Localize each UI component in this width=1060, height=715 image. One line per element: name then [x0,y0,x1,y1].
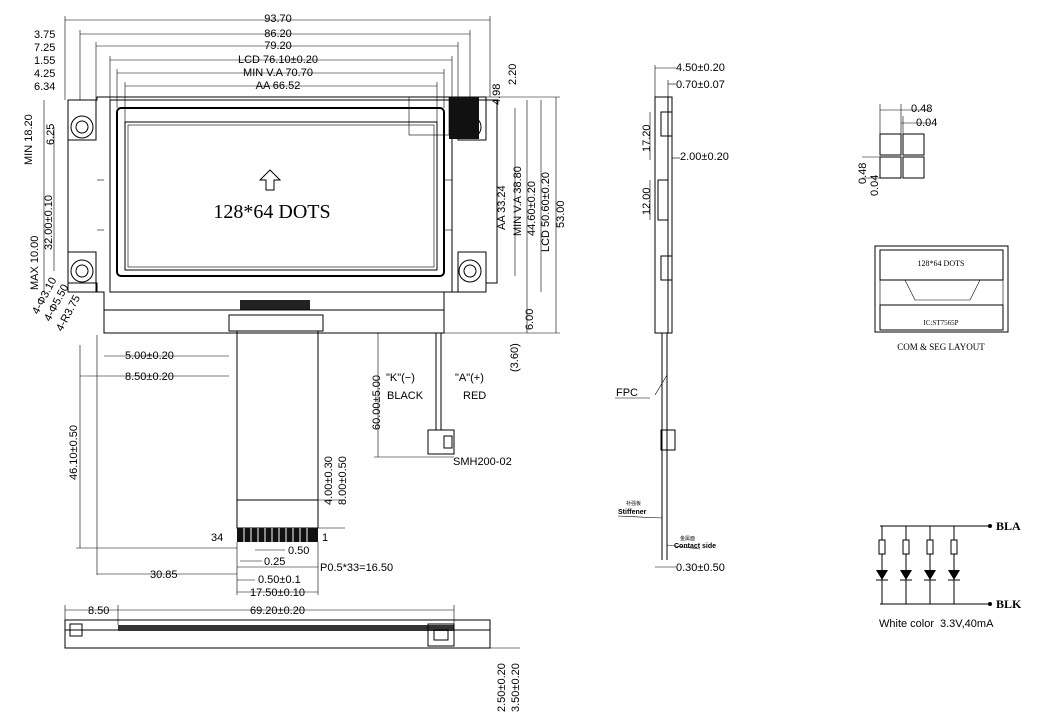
layout-title: 128*64 DOTS [918,259,965,268]
dim-overall-height: 53.00 [555,200,567,228]
dim-left-425: 4.25 [34,68,55,80]
pixel-detail: 0.48 0.04 0.48 0.04 [857,103,937,196]
dim-pixel-gap-h: 0.04 [869,175,881,196]
backlight-cable: 60.00±5.00 "K"(−) BLACK "A"(+) RED SMH20… [371,333,512,468]
ic-strip [240,300,310,310]
dim-left-634: 6.34 [34,81,55,93]
layout-ic: IC:ST7565P [923,319,958,327]
dim-bottom-350: 3.50±0.20 [510,663,522,712]
dim-3085: 30.85 [150,569,178,581]
led-block [449,97,479,139]
led-spec: 3.3V,40mA [940,618,994,630]
lcd-glass [109,99,453,293]
connector-label: SMH200-02 [453,456,512,468]
top-dimensions: 93.70 86.20 79.20 LCD 76.10±0.20 MIN V.A… [34,13,519,122]
pin-last-label: 1 [322,532,328,544]
side-view: 4.50±0.20 0.70±0.07 17.20 2.00±0.20 12.0… [615,62,729,574]
front-view: 128*64 DOTS [67,96,498,334]
dim-600: 6.00 [524,309,536,330]
active-area [124,121,438,271]
ear-bottom-left [67,251,97,293]
dim-pixel-w: 0.48 [911,103,932,115]
bla-label: BLA [996,519,1021,533]
dim-hole-vpitch: 32.00±0.10 [43,195,55,250]
dim-left-155: 1.55 [34,55,55,67]
led-chain [876,526,960,604]
blk-label: BLK [996,597,1022,611]
dim-pixel-gap-w: 0.04 [916,117,937,129]
dim-pitch: P0.5*33=16.50 [320,562,393,574]
dim-overall-width: 93.70 [264,13,292,25]
a-label: "A"(+) [455,372,484,384]
dim-min-18: MIN 18.20 [23,114,35,165]
stiffener-cn: 补强板 [626,500,641,507]
layout-caption: COM & SEG LAYOUT [897,342,985,352]
dim-fpc-offset-2: 8.50±0.20 [125,371,174,383]
dim-pixel-h: 0.48 [857,163,869,184]
dim-1720: 17.20 [641,124,653,152]
dim-thickness: 4.50±0.20 [676,62,725,74]
dim-bottom-850: 8.50 [88,605,109,617]
ear-bottom-right [457,251,487,293]
dim-030: 0.30±0.50 [676,562,725,574]
k-color: BLACK [387,390,424,402]
right-dimensions: AA 33.24 MIN V.A 38.80 44.60±0.20 LCD 50… [444,96,567,372]
a-color: RED [463,390,486,402]
dim-left-375: 3.75 [34,29,55,41]
stiffener-label: Stiffener [618,509,647,516]
dim-bottom-250: 2.50±0.20 [496,663,508,712]
dim-va-width: MIN V.A 70.70 [243,67,313,79]
dim-bottom-width: 69.20±0.20 [250,605,305,617]
k-label: "K"(−) [386,372,415,384]
pin-first-label: 34 [211,532,223,544]
dim-625: 6.25 [45,124,57,145]
dim-stiffener-2: 8.00±0.50 [337,456,349,505]
dim-stiffener: 4.00±0.30 [323,456,335,505]
dim-lcd-width: LCD 76.10±0.20 [238,54,318,66]
dim-025: 0.25 [264,556,285,568]
dim-1200: 12.00 [641,187,653,215]
dim-fpc-width: 17.50±0.10 [250,587,305,599]
display-label: 128*64 DOTS [213,201,330,223]
backlight-circuit: BLA BLK White color 3.3V,40mA [876,519,1022,630]
dim-right-498: 4.98 [491,84,503,105]
dim-right-220: 2.20 [507,64,519,85]
mounting-holes [70,115,482,283]
dim-glass: 0.70±0.07 [676,79,725,91]
dim-200: 2.00±0.20 [680,151,729,163]
dim-hole-pitch: 86.20 [264,28,292,40]
dim-fpc-offset-1: 5.00±0.20 [125,350,174,362]
dim-left-725: 7.25 [34,42,55,54]
led-color: White color [879,618,934,630]
fpc-dimensions: 5.00±0.20 8.50±0.20 46.10±0.50 4.00±0.30… [68,335,393,599]
fpc-tail: 34 1 [211,314,328,544]
dim-360: (3.60) [509,343,521,372]
dim-050: 0.50 [288,545,309,557]
com-seg-layout: 128*64 DOTS IC:ST7565P COM & SEG LAYOUT [874,245,1009,352]
bottom-view: 8.50 69.20±0.20 2.50±0.20 3.50±0.20 [64,605,522,712]
dim-cable-length: 60.00±5.00 [371,375,383,430]
dim-fpc-length: 46.10±0.50 [68,425,80,480]
dim-max-10: MAX 10.00 [29,236,41,290]
dim-aa-height: AA 33.24 [496,185,508,230]
fpc-contacts [237,528,318,542]
contact-cn: 金属面 [680,535,695,542]
dim-pcb-width: 79.20 [264,40,292,52]
dim-va-height: MIN V.A 38.80 [512,166,524,236]
dim-pcb-height: 44.60±0.20 [526,181,538,236]
viewing-area [116,107,445,277]
contact-label: Contact side [674,543,716,550]
ear-top-left [67,99,97,141]
dim-lcd-height: LCD 50.60±0.20 [540,172,552,252]
dim-aa-width: AA 66.52 [256,80,301,92]
dim-pin-width: 0.50±0.1 [258,574,301,586]
up-arrow-icon [258,169,282,191]
fpc-label: FPC [616,387,638,399]
